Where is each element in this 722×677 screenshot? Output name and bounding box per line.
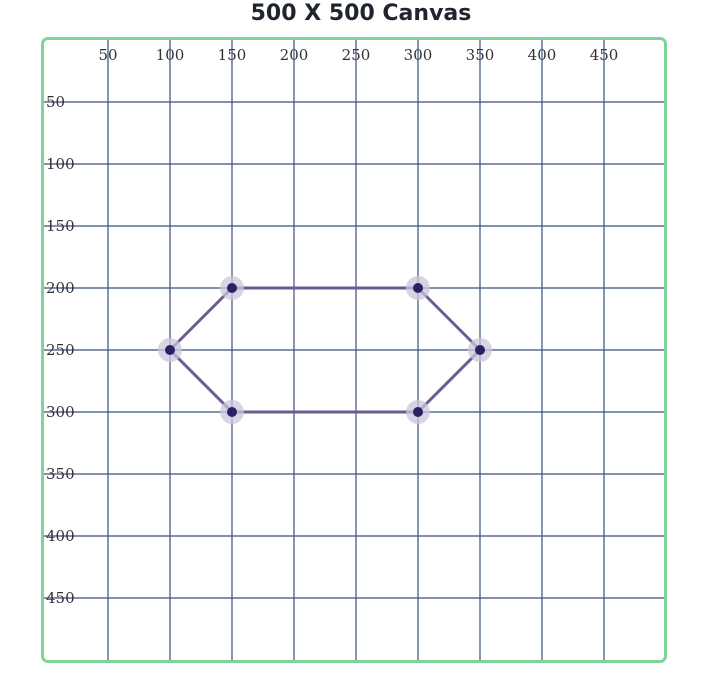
y-tick-label: 450 bbox=[46, 589, 75, 607]
y-tick-label: 100 bbox=[46, 155, 75, 173]
y-tick-label: 400 bbox=[46, 527, 75, 545]
vertex-handle[interactable] bbox=[475, 345, 485, 355]
vertex-handle[interactable] bbox=[413, 407, 423, 417]
y-tick-label: 350 bbox=[46, 465, 75, 483]
vertex-handle[interactable] bbox=[165, 345, 175, 355]
y-tick-label: 200 bbox=[46, 279, 75, 297]
vertex-handle[interactable] bbox=[227, 283, 237, 293]
y-tick-label: 250 bbox=[46, 341, 75, 359]
canvas-title: 500 X 500 Canvas bbox=[250, 1, 472, 26]
y-tick-label: 50 bbox=[46, 93, 65, 111]
y-tick-label: 150 bbox=[46, 217, 75, 235]
y-tick-label: 300 bbox=[46, 403, 75, 421]
vertex-handle[interactable] bbox=[413, 283, 423, 293]
vertex-handle[interactable] bbox=[227, 407, 237, 417]
